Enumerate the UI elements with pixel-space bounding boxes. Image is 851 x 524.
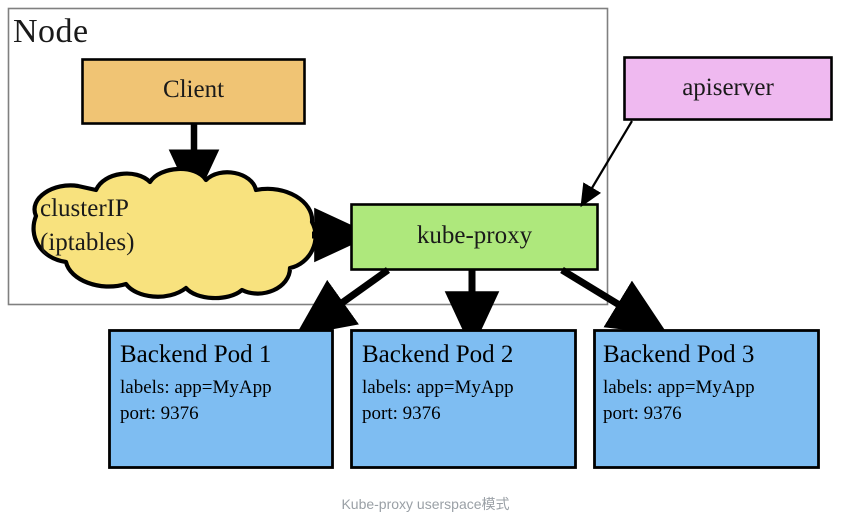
edge-kubeproxy-to-pod1 (295, 267, 391, 337)
backend-pod-3-port: port: 9376 (603, 403, 682, 424)
backend-pod-2-title: Backend Pod 2 (362, 341, 514, 368)
backend-pod-1-content: Backend Pod 1 labels: app=MyApp port: 93… (120, 340, 272, 427)
clusterip-label: clusterIP (iptables) (40, 192, 280, 260)
apiserver-label: apiserver (682, 74, 774, 101)
clusterip-label-line2: (iptables) (40, 229, 135, 256)
edge-apiserver-to-kubeproxy (580, 120, 633, 208)
kube-proxy-box[interactable] (350, 203, 599, 271)
edge-kubeproxy-to-pod3 (560, 267, 668, 335)
clusterip-cloud[interactable] (31, 166, 318, 301)
backend-pod-2-content: Backend Pod 2 labels: app=MyApp port: 93… (362, 340, 514, 427)
client-box[interactable] (81, 58, 306, 125)
backend-pod-3-box[interactable] (593, 329, 820, 469)
client-label: Client (162, 76, 225, 103)
backend-pod-1-port: port: 9376 (120, 403, 199, 424)
diagram-caption: Kube-proxy userspace模式 (341, 496, 510, 512)
backend-pod-1-labels: labels: app=MyApp (120, 377, 272, 398)
apiserver-box[interactable] (623, 56, 833, 121)
backend-pod-3-title: Backend Pod 3 (603, 341, 755, 368)
backend-pod-2-box[interactable] (350, 329, 577, 469)
backend-pod-1-box[interactable] (108, 329, 334, 469)
backend-pod-1-title: Backend Pod 1 (120, 341, 272, 368)
backend-pod-3-content: Backend Pod 3 labels: app=MyApp port: 93… (603, 340, 755, 427)
kube-proxy-label: kube-proxy (416, 222, 533, 249)
clusterip-label-line1: clusterIP (40, 195, 129, 222)
node-label: Node (13, 13, 89, 50)
backend-pod-3-labels: labels: app=MyApp (603, 377, 755, 398)
backend-pod-2-port: port: 9376 (362, 403, 441, 424)
backend-pod-2-labels: labels: app=MyApp (362, 377, 514, 398)
